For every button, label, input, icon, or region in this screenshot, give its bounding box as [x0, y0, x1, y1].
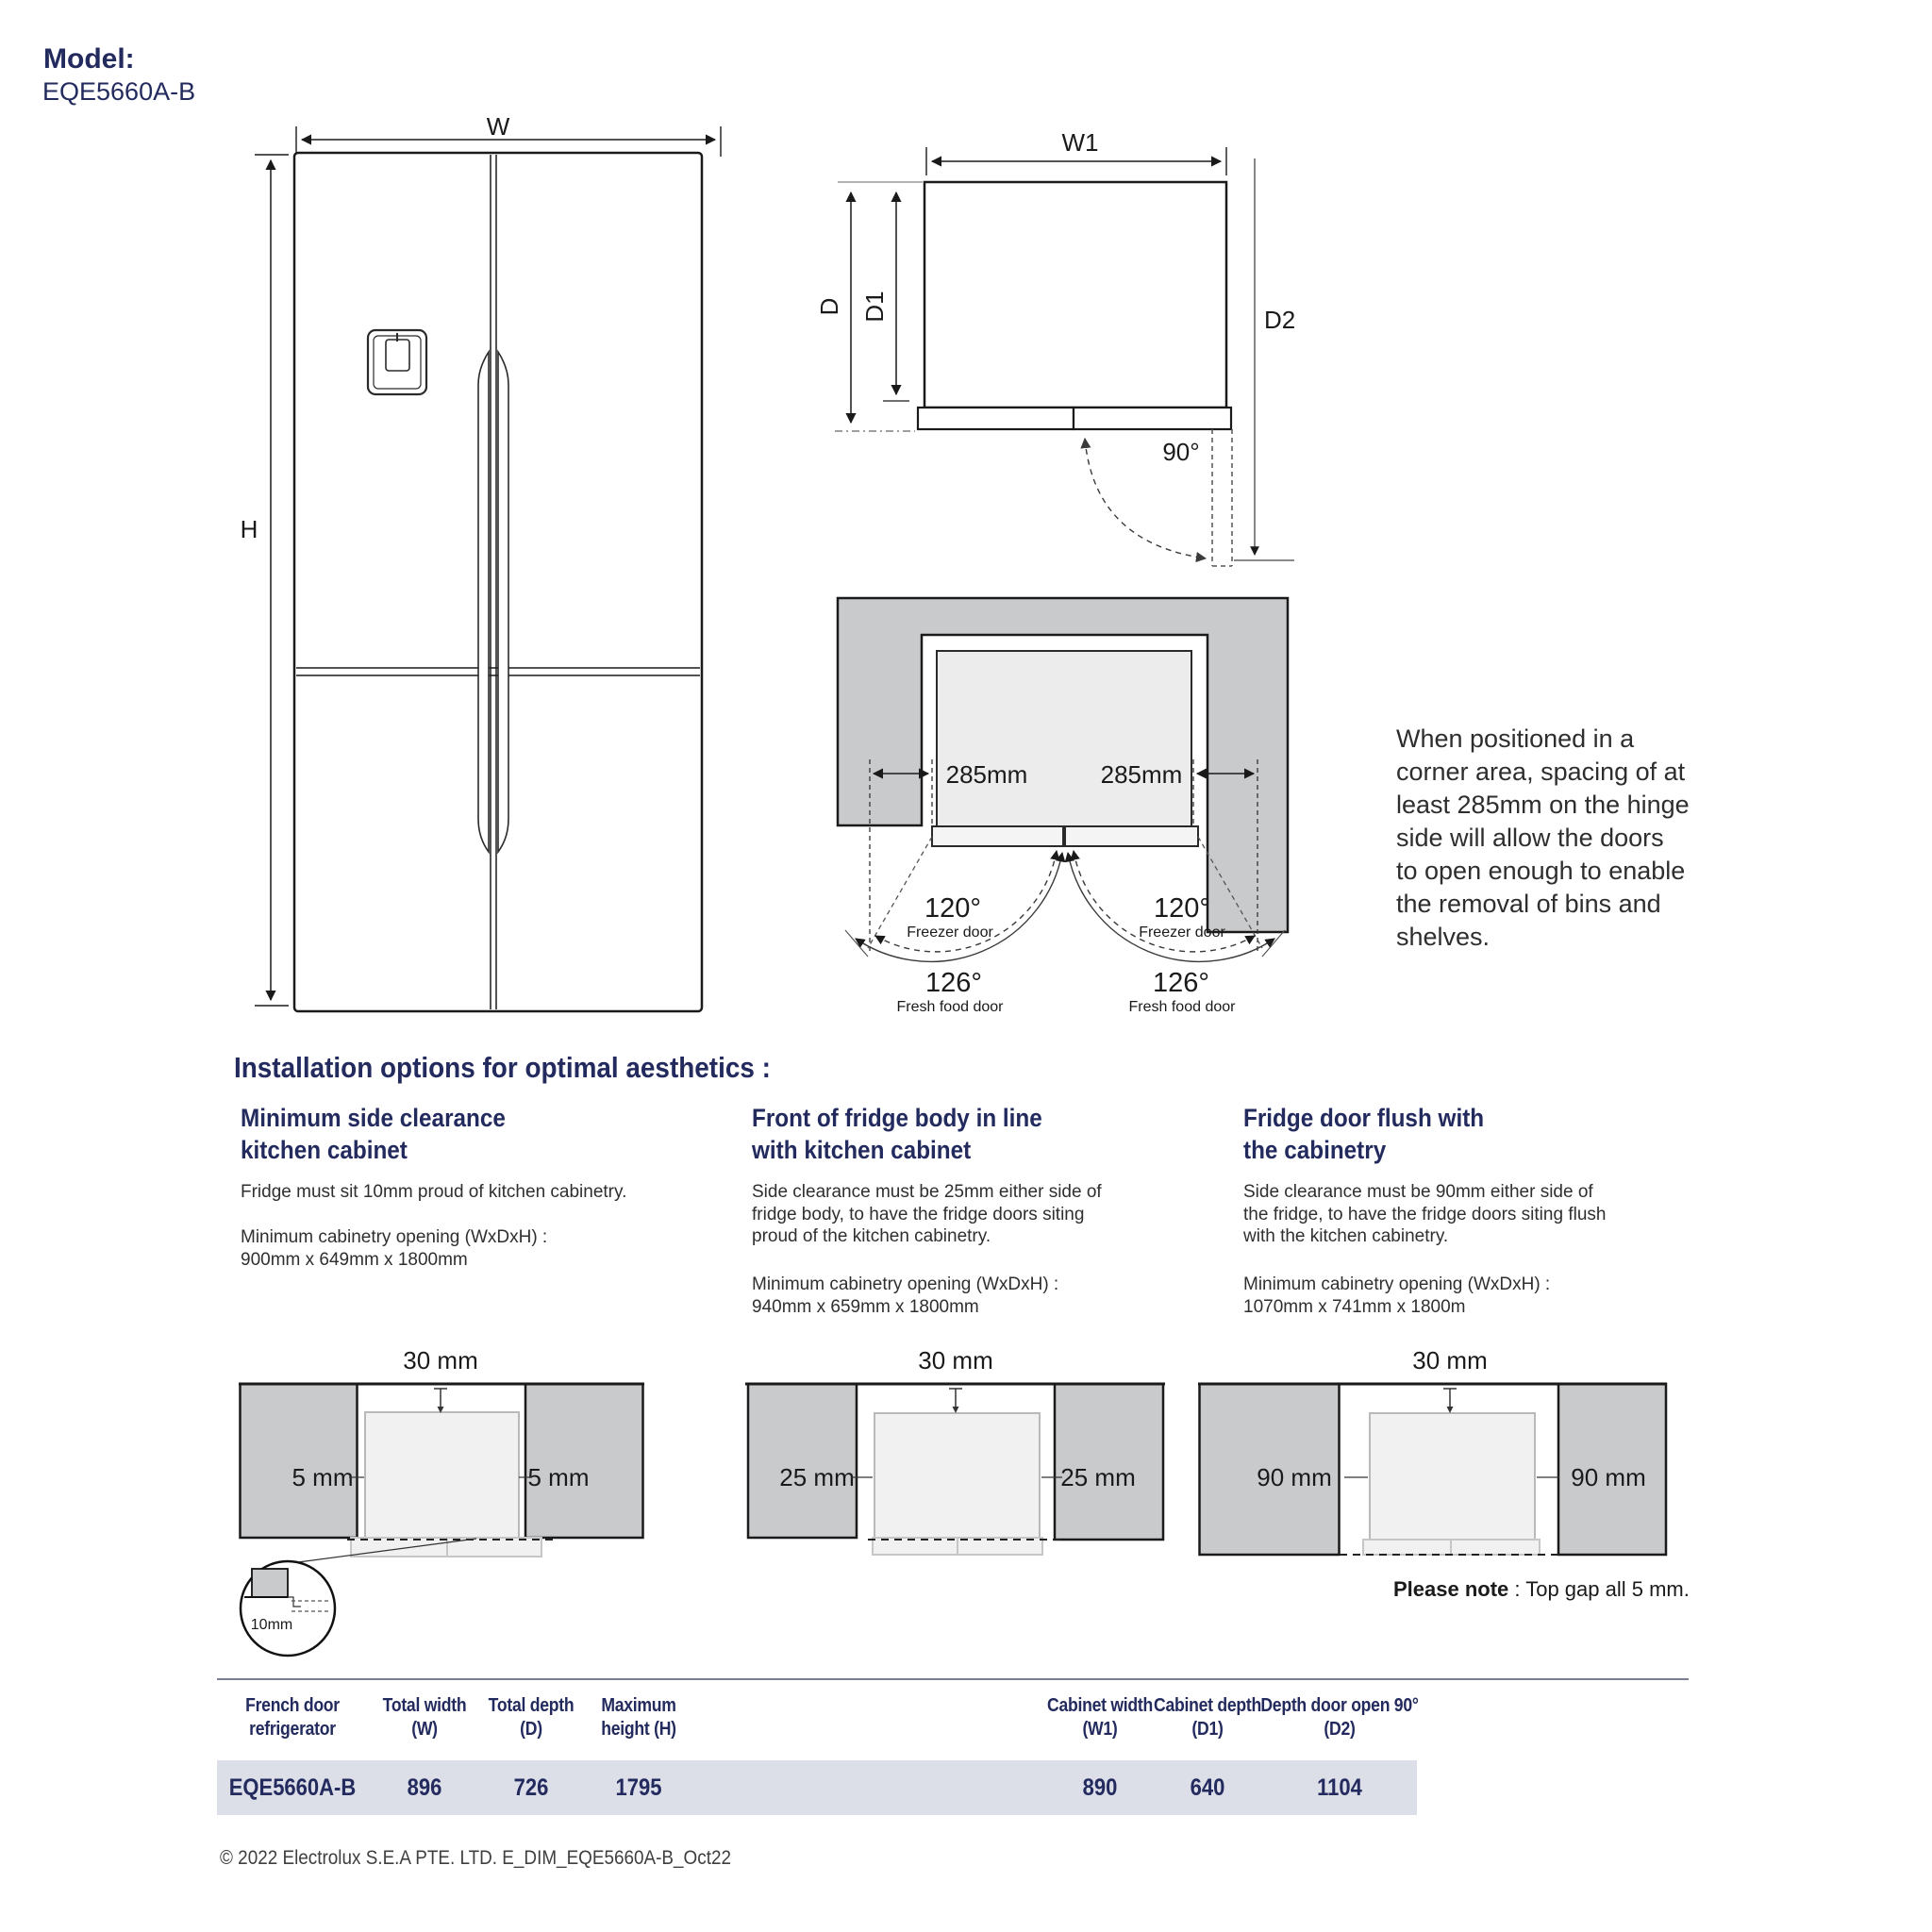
gap-indicator-arrow	[952, 1407, 959, 1413]
detail-leader-line	[297, 1538, 477, 1563]
door-angle-label: 90°	[1162, 438, 1199, 466]
fridge-body-corner	[936, 650, 1192, 828]
freezer-door-left-label: Freezer door	[907, 924, 993, 941]
front-height-label: H	[241, 515, 258, 543]
closed-door-right	[1064, 825, 1199, 847]
freezer-angle-left: 120°	[924, 893, 981, 924]
side-left-label: 5 mm	[292, 1463, 354, 1491]
closed-door-left	[931, 825, 1064, 847]
side-right-label: 90 mm	[1571, 1463, 1645, 1491]
closed-door-left	[916, 406, 1075, 431]
side-left-label: 90 mm	[1257, 1463, 1331, 1491]
detail-label: 10mm	[251, 1617, 292, 1633]
front-view-diagram: W H	[241, 112, 722, 1013]
col3-body: Side clearance must be 90mm either side …	[1243, 1182, 1607, 1246]
col3-title: Fridge door flush with the cabinetry	[1243, 1104, 1485, 1164]
fresh-door-open-left	[844, 929, 869, 958]
cell-total-depth: 726	[513, 1774, 549, 1801]
freezer-door-right-label: Freezer door	[1139, 924, 1225, 941]
detail-step	[288, 1596, 301, 1607]
cabinet-right	[1053, 1382, 1165, 1541]
model-value: EQE5660A-B	[42, 77, 196, 106]
depth-label: D	[815, 298, 843, 316]
cabinet-right	[524, 1382, 644, 1540]
cabinet-left	[1198, 1382, 1341, 1557]
fridge-body	[364, 1411, 520, 1539]
col1-title: Minimum side clearance kitchen cabinet	[241, 1104, 506, 1164]
table-header-cabinet-width: Cabinet width (W1)	[1047, 1695, 1153, 1740]
top-view-diagram: W1 D D1 90° D2	[815, 128, 1295, 567]
right-door-handle	[497, 349, 509, 855]
fresh-angle-left: 126°	[925, 968, 982, 998]
footer-copyright: © 2022 Electrolux S.E.A PTE. LTD. E_DIM_…	[220, 1847, 731, 1869]
side-right-label: 25 mm	[1060, 1463, 1135, 1491]
col2-opening: Minimum cabinetry opening (WxDxH) : 940m…	[752, 1274, 1059, 1317]
cell-cabinet-depth: 640	[1190, 1774, 1225, 1801]
table-header-max-height: Maximum height (H)	[601, 1695, 676, 1740]
door-swing-arc-90	[1080, 437, 1208, 563]
fresh-door-open-right	[1261, 929, 1286, 958]
cabinet-left	[239, 1382, 358, 1540]
fresh-door-left-label: Fresh food door	[897, 999, 1005, 1015]
left-door-handle	[477, 349, 490, 855]
cell-cabinet-width: 890	[1082, 1774, 1118, 1801]
cell-max-height: 1795	[615, 1774, 662, 1801]
depth-door-open-label: D2	[1264, 306, 1295, 334]
table-row	[217, 1760, 1417, 1815]
cabinet-right	[1557, 1382, 1668, 1557]
clearance-diagram-90mm: 30 mm 90 mm 90 mm	[1198, 1346, 1668, 1557]
please-note-bold: Please note	[1393, 1577, 1509, 1601]
cell-depth-door-open: 1104	[1317, 1774, 1362, 1801]
col2-title: Front of fridge body in line with kitche…	[752, 1104, 1042, 1164]
detail-cabinet-corner	[251, 1568, 289, 1598]
please-note-rest: : Top gap all 5 mm.	[1508, 1577, 1690, 1601]
col3-opening: Minimum cabinetry opening (WxDxH) : 1070…	[1243, 1274, 1551, 1317]
col2-body: Side clearance must be 25mm either side …	[752, 1182, 1102, 1246]
fridge-body-top	[923, 180, 1228, 409]
top-width-label: W1	[1062, 128, 1099, 157]
corner-note-paragraph: When positioned in a corner area, spacin…	[1396, 724, 1690, 951]
corner-installation-diagram: 285mm 285mm 120° Freezer door 126° Fresh…	[836, 596, 1290, 1015]
cell-total-width: 896	[407, 1774, 442, 1801]
gap-indicator-arrow	[1446, 1407, 1454, 1413]
freezer-angle-right: 120°	[1154, 893, 1210, 924]
please-note: Please note : Top gap all 5 mm.	[1393, 1577, 1690, 1602]
fresh-angle-right: 126°	[1153, 968, 1209, 998]
col1-body: Fridge must sit 10mm proud of kitchen ca…	[241, 1182, 627, 1202]
side-left-label: 25 mm	[779, 1463, 854, 1491]
side-right-label: 5 mm	[528, 1463, 590, 1491]
fresh-door-right-label: Fresh food door	[1129, 999, 1237, 1015]
clearance-diagram-25mm: 30 mm 25 mm 25 mm	[745, 1346, 1165, 1556]
fridge-body	[874, 1412, 1041, 1539]
fridge-body	[1369, 1412, 1536, 1541]
gap-indicator-arrow	[437, 1407, 444, 1413]
clearance-diagram-5mm: 30 mm 5 mm 5 mm 10mm	[239, 1346, 644, 1657]
top-gap-label: 30 mm	[403, 1346, 477, 1374]
table-header-product: French door refrigerator	[245, 1695, 340, 1740]
water-dispenser	[366, 328, 428, 396]
top-gap-label: 30 mm	[918, 1346, 992, 1374]
fresh-swing-arc-left	[855, 851, 1066, 963]
front-width-label: W	[487, 112, 510, 141]
cabinet-depth-label: D1	[860, 291, 889, 322]
spacing-right-label: 285mm	[1101, 760, 1183, 789]
col1-opening: Minimum cabinetry opening (WxDxH) : 900m…	[241, 1227, 548, 1270]
cabinet-left	[746, 1382, 858, 1540]
table-top-rule	[217, 1678, 1689, 1680]
closed-door-right	[1072, 406, 1233, 431]
table-header-depth-door-open: Depth door open 90° (D2)	[1260, 1695, 1419, 1740]
table-header-total-depth: Total depth (D)	[488, 1695, 575, 1740]
installation-heading: Installation options for optimal aesthet…	[234, 1051, 771, 1084]
fresh-swing-arc-right	[1064, 851, 1275, 963]
spacing-left-label: 285mm	[946, 760, 1028, 789]
cell-model: EQE5660A-B	[228, 1774, 357, 1801]
table-header-total-width: Total width (W)	[382, 1695, 467, 1740]
model-label: Model:	[43, 43, 135, 75]
table-header-cabinet-depth: Cabinet depth (D1)	[1154, 1695, 1261, 1740]
top-gap-label: 30 mm	[1412, 1346, 1487, 1374]
